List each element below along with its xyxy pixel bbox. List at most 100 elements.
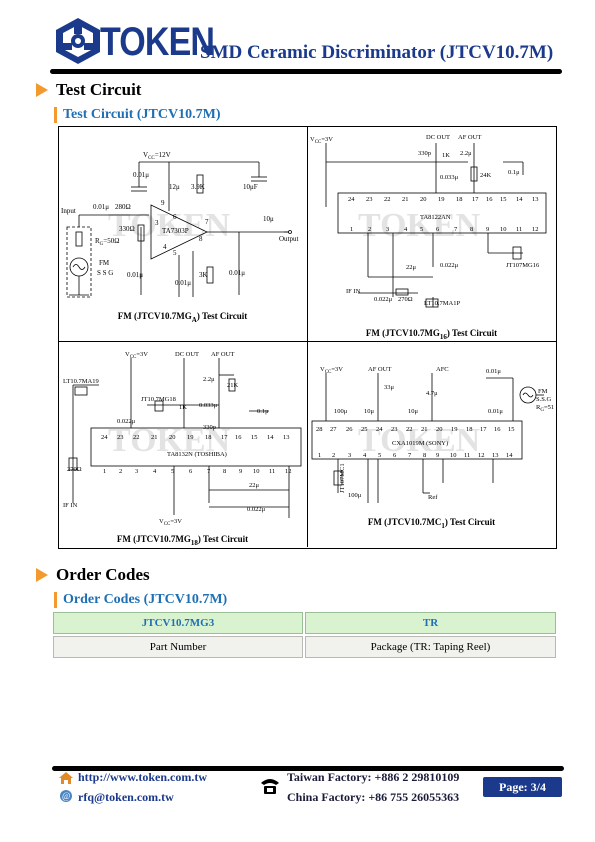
c3-c0022-label: 0.022μ	[117, 418, 136, 425]
svg-text:10: 10	[450, 452, 457, 459]
c3-afout-label: AF OUT	[211, 351, 234, 358]
svg-text:2: 2	[119, 468, 122, 475]
svg-text:7: 7	[207, 468, 211, 475]
svg-text:17: 17	[472, 196, 479, 203]
svg-text:22: 22	[133, 434, 140, 441]
section-bullet-icon	[36, 83, 48, 97]
grid-divider-horizontal	[58, 341, 556, 342]
svg-text:12: 12	[285, 468, 292, 475]
svg-text:9: 9	[486, 226, 489, 233]
c4-ssg-label: S.S.G	[536, 396, 551, 403]
svg-text:21: 21	[421, 426, 428, 433]
c4-c001b-label: 0.01μ	[488, 408, 503, 415]
c3-ifin-label: IF IN	[63, 502, 78, 509]
header-divider	[50, 69, 562, 74]
circuit-diagram-2: VCC=3V DC OUT AF OUT 330p 1K 2.2μ 0.033μ…	[310, 134, 547, 308]
c1-c001c-label: 0.01μ	[175, 279, 191, 287]
c1-cin-label: 0.01μ	[93, 203, 109, 211]
c1-pin4: 4	[163, 243, 167, 251]
section-title-test-circuit: Test Circuit	[56, 80, 142, 99]
c2-c0022b-label: 0.022μ	[374, 296, 393, 303]
c4-ref-label: Ref	[428, 494, 438, 501]
svg-text:10: 10	[253, 468, 260, 475]
c3-c01-label: 0.1μ	[257, 408, 269, 415]
c3-r270-label: 270Ω	[67, 466, 82, 473]
watermark-text: TOKEN	[358, 207, 481, 244]
subtitle-order-codes: Order Codes (JTCV10.7M)	[54, 592, 227, 608]
svg-text:27: 27	[330, 426, 337, 433]
svg-text:19: 19	[438, 196, 445, 203]
svg-text:25: 25	[361, 426, 368, 433]
c3-r1k-label: 1K	[179, 404, 187, 411]
footer-divider	[52, 766, 564, 771]
svg-text:22: 22	[406, 426, 413, 433]
svg-text:4: 4	[363, 452, 367, 459]
svg-text:18: 18	[456, 196, 463, 203]
c4-vcc-label: VCC=3V	[320, 366, 343, 375]
svg-text:5: 5	[420, 226, 423, 233]
c1-c001b-label: 0.01μ	[127, 271, 143, 279]
c3-jt-label: JT10.7MG18	[141, 396, 176, 403]
svg-text:16: 16	[235, 434, 242, 441]
c1-ssg-label: S S G	[97, 269, 113, 277]
svg-text:15: 15	[508, 426, 515, 433]
c2-c330p-label: 330p	[418, 150, 431, 157]
c1-pin6: 6	[173, 213, 177, 221]
c4-c001-label: 0.01μ	[486, 368, 501, 375]
c2-jt-label: JT107MG16	[506, 262, 540, 269]
c4-c100ub-label: 100μ	[348, 492, 362, 499]
circuit-diagram-3: VCC=3V DC OUT AF OUT LT10.7MA19 JT10.7MG…	[63, 351, 302, 527]
c4-jt-label: JT107MC1	[339, 463, 346, 493]
svg-text:14: 14	[267, 434, 274, 441]
c4-pins-top: 28 27 26 25 24 23 22 21 20 19 18 17 16 1…	[316, 426, 515, 433]
caption-circuit-2: FM (JTCV10.7MG16) Test Circuit	[365, 328, 498, 341]
svg-text:8: 8	[223, 468, 226, 475]
c1-pin9: 9	[161, 199, 165, 207]
c4-c100u-label: 100μ	[334, 408, 348, 415]
c3-pins-top: 24 23 22 21 20 19 18 17 16 15 14 13	[101, 434, 290, 441]
c2-pins-top: 24 23 22 21 20 19 18 17 16 15 14 13	[348, 196, 539, 203]
svg-text:24: 24	[376, 426, 383, 433]
logo-wordmark: TOKEN	[100, 20, 215, 64]
svg-text:3: 3	[386, 226, 389, 233]
svg-text:19: 19	[451, 426, 458, 433]
c3-lt-label: LT10.7MA19	[63, 378, 99, 385]
c4-rg-label: RG=51	[536, 404, 554, 413]
svg-text:2: 2	[368, 226, 371, 233]
c4-c10b-label: 10μ	[408, 408, 419, 415]
c1-input-label: Input	[61, 207, 76, 215]
c2-r24k-label: 24K	[480, 172, 492, 179]
c2-ic-label: TA8122AN	[420, 214, 451, 221]
document-title: SMD Ceramic Discriminator (JTCV10.7M)	[200, 42, 554, 63]
svg-text:18: 18	[466, 426, 473, 433]
svg-text:21: 21	[151, 434, 158, 441]
website-link[interactable]: http://www.token.com.tw	[78, 770, 207, 784]
svg-text:20: 20	[436, 426, 443, 433]
svg-text:12: 12	[478, 452, 485, 459]
grid-divider-vertical	[307, 126, 308, 547]
order-code-header-package: TR	[305, 612, 556, 634]
c1-r3k-label: 3K	[199, 271, 208, 279]
c2-r1k-label: 1K	[442, 152, 450, 159]
taiwan-factory-phone: Taiwan Factory: +886 2 29810109	[287, 770, 460, 784]
home-icon	[59, 772, 73, 784]
svg-text:14: 14	[506, 452, 513, 459]
svg-text:14: 14	[516, 196, 523, 203]
c3-ic-label: TA8132N (TOSHIBA)	[167, 451, 227, 458]
email-link[interactable]: rfq@token.com.tw	[78, 790, 174, 804]
svg-text:13: 13	[283, 434, 290, 441]
svg-text:4: 4	[404, 226, 408, 233]
c1-fm-label: FM	[99, 259, 110, 267]
c1-c12-label: 12μ	[169, 183, 180, 191]
svg-text:9: 9	[239, 468, 242, 475]
c1-pin7: 7	[205, 218, 209, 226]
svg-text:17: 17	[221, 434, 228, 441]
email-icon: @	[60, 790, 72, 802]
c2-c22-label: 22μ	[406, 264, 417, 271]
c4-afc-label: AFC	[436, 366, 449, 373]
svg-text:11: 11	[464, 452, 470, 459]
section-bullet-icon	[36, 568, 48, 582]
svg-text:15: 15	[500, 196, 507, 203]
svg-text:16: 16	[486, 196, 493, 203]
svg-text:20: 20	[169, 434, 176, 441]
